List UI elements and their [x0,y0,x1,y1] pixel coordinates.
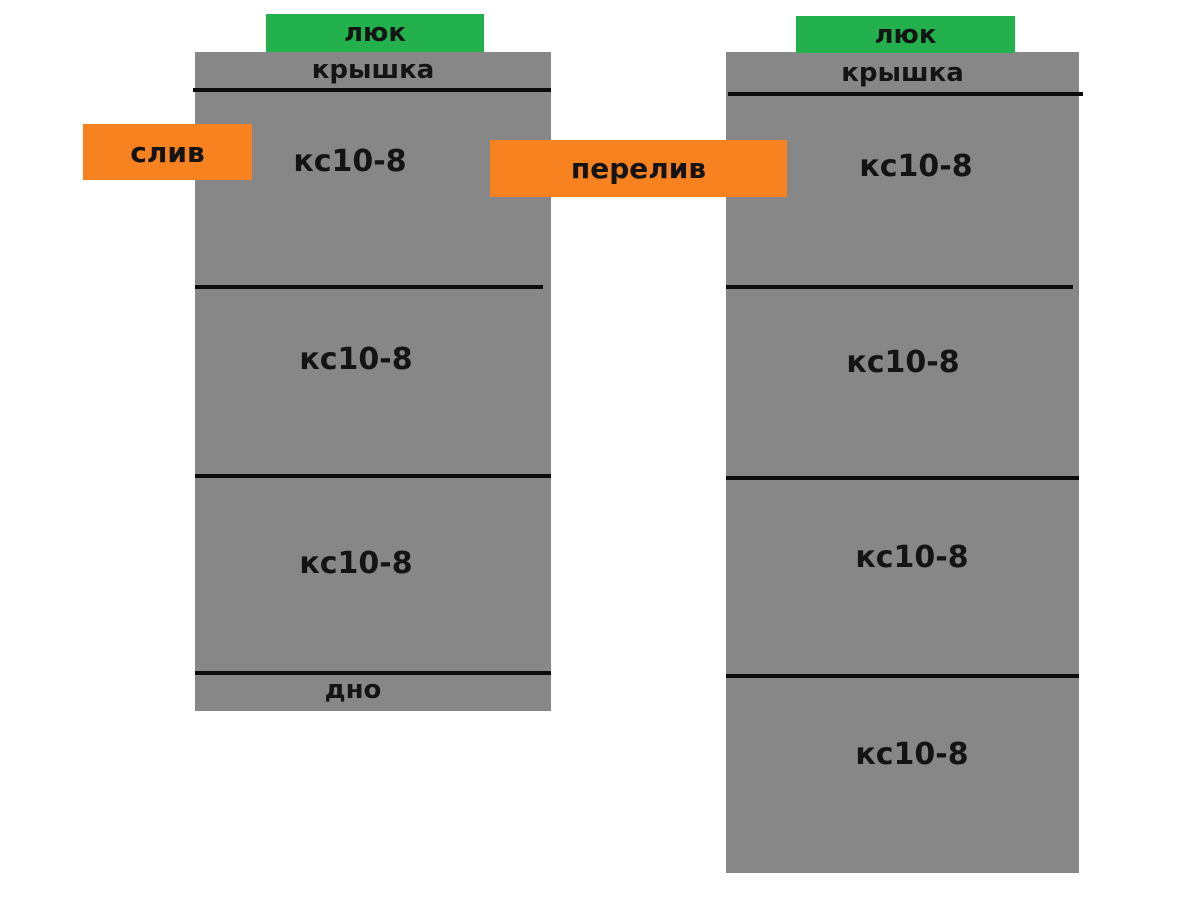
right-ring-3-label: кс10-8 [855,540,969,575]
right-cover-joint [728,92,1083,96]
right-hatch: люк [796,16,1015,53]
left-ring-3-label: кс10-8 [299,546,413,581]
right-ring-4-label: кс10-8 [855,737,969,772]
left-cover-joint [193,88,551,92]
left-ring-joint-1 [195,285,543,289]
drain-pipe: слив [83,124,252,180]
left-ring-2-label: кс10-8 [299,342,413,377]
right-ring-2-label: кс10-8 [846,345,960,380]
right-ring-joint-3 [726,674,1079,678]
left-bottom-label: дно [324,675,382,705]
right-cover-label: крышка [841,58,964,88]
left-ring-joint-2 [195,474,551,478]
left-hatch: люк [266,14,484,52]
overflow-pipe: перелив [490,140,787,197]
right-ring-1-label: кс10-8 [859,149,973,184]
right-ring-joint-2 [726,476,1079,480]
left-bottom-joint [195,671,551,675]
left-ring-1-label: кс10-8 [293,144,407,179]
left-cover-label: крышка [311,55,435,85]
right-ring-joint-1 [726,285,1073,289]
